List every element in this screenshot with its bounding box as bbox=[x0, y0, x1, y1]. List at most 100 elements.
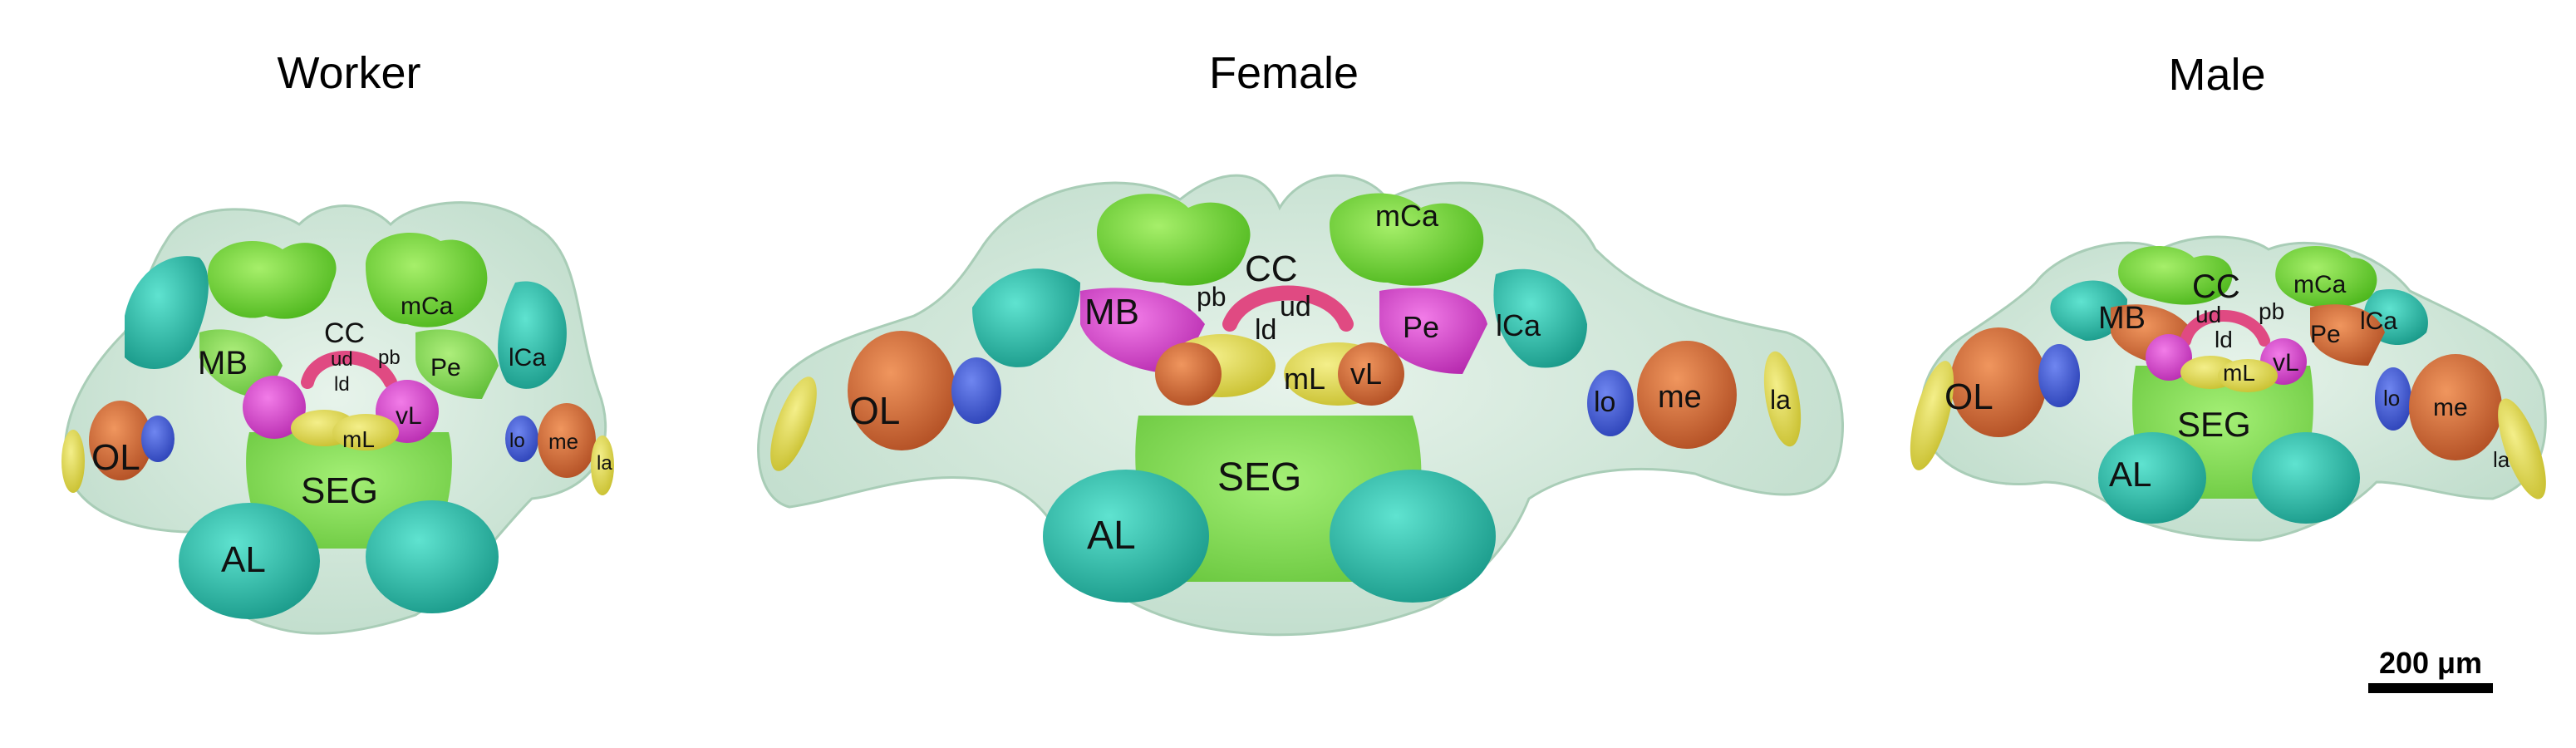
worker-cc bbox=[301, 351, 397, 389]
worker-label-mb: MB bbox=[198, 345, 248, 381]
worker-label-al: AL bbox=[221, 539, 266, 580]
female-label-lca: lCa bbox=[1496, 308, 1541, 342]
worker-label-la: la bbox=[597, 452, 612, 475]
scale-bar-line bbox=[2368, 683, 2493, 693]
female-pe-right bbox=[1379, 288, 1487, 374]
male-label-mca: mCa bbox=[2293, 271, 2347, 298]
female-label-vl: vL bbox=[1350, 357, 1382, 391]
male-al-left bbox=[2098, 432, 2206, 524]
male-label-pb: pb bbox=[2259, 298, 2284, 324]
male-label-seg: SEG bbox=[2177, 405, 2251, 444]
worker-lo-left bbox=[141, 416, 175, 462]
female-label-al: AL bbox=[1087, 514, 1136, 558]
worker-label-ml: mL bbox=[342, 426, 375, 452]
male-label-lo: lo bbox=[2383, 386, 2400, 411]
worker-pe-right bbox=[415, 329, 499, 399]
worker-label-lo: lo bbox=[509, 430, 525, 452]
male-vl-left bbox=[2146, 334, 2192, 381]
male-title: Male bbox=[2168, 50, 2265, 100]
female-label-cc: CC bbox=[1245, 249, 1298, 289]
female-ol bbox=[848, 331, 956, 450]
male-lca-left bbox=[2050, 280, 2127, 341]
worker-label-cc: CC bbox=[324, 317, 365, 349]
worker-label-lca: lCa bbox=[509, 344, 546, 372]
male-ml-right bbox=[2218, 359, 2278, 392]
male-label-lca: lCa bbox=[2360, 308, 2397, 335]
female-lca-left bbox=[972, 268, 1080, 367]
male-label-me: me bbox=[2433, 394, 2468, 421]
worker-al-left bbox=[179, 503, 320, 619]
female-label-seg: SEG bbox=[1217, 455, 1301, 499]
female-label-ld: ld bbox=[1255, 314, 1276, 346]
female-mca-right bbox=[1330, 193, 1484, 286]
male-label-vl: vL bbox=[2273, 349, 2299, 376]
male-label-la: la bbox=[2493, 447, 2510, 472]
worker-label-pb: pb bbox=[378, 347, 401, 369]
worker-label-seg: SEG bbox=[301, 470, 378, 511]
female-me-right bbox=[1637, 341, 1737, 449]
male-al-right bbox=[2252, 432, 2360, 524]
worker-label-me: me bbox=[548, 429, 578, 454]
female-label-pe: Pe bbox=[1403, 310, 1439, 344]
female-lamina-right bbox=[1763, 351, 1802, 447]
male-lamina-right bbox=[2498, 398, 2546, 499]
female-vl-right bbox=[1338, 342, 1404, 406]
female-label-ol: OL bbox=[849, 389, 900, 432]
worker-label-ol: OL bbox=[91, 437, 140, 478]
worker-title: Worker bbox=[277, 48, 420, 98]
female-cc bbox=[1222, 285, 1354, 332]
male-label-al: AL bbox=[2109, 455, 2151, 494]
worker-label-vl: vL bbox=[396, 402, 422, 430]
worker-mca-right bbox=[366, 233, 488, 327]
female-label-pb: pb bbox=[1197, 282, 1227, 312]
female-al-left bbox=[1043, 470, 1209, 603]
female-panel: Female OL MB CC ud ld bbox=[757, 48, 1844, 637]
worker-mca-left bbox=[208, 241, 337, 319]
female-label-lo: lo bbox=[1594, 386, 1615, 418]
male-label-pe: Pe bbox=[2310, 321, 2341, 348]
male-cc bbox=[2180, 310, 2270, 347]
male-label-ud: ud bbox=[2195, 302, 2221, 327]
male-lo-right bbox=[2375, 367, 2411, 431]
worker-lamina-left bbox=[61, 430, 85, 493]
worker-lca-left bbox=[125, 256, 209, 369]
worker-al-right bbox=[366, 500, 499, 613]
male-pe-right bbox=[2310, 304, 2385, 366]
female-label-me: me bbox=[1658, 380, 1702, 415]
female-lo-left bbox=[951, 357, 1001, 424]
male-lo-left bbox=[2038, 344, 2080, 407]
female-label-ud: ud bbox=[1280, 291, 1311, 322]
female-al-right bbox=[1330, 470, 1496, 603]
female-lca-right bbox=[1493, 268, 1587, 368]
worker-label-ud: ud bbox=[331, 348, 353, 371]
male-label-ol: OL bbox=[1944, 376, 1993, 417]
male-mca-left bbox=[2118, 246, 2233, 305]
worker-lo-right bbox=[505, 416, 538, 462]
male-panel: Male OL MB CC ud ld p bbox=[1910, 50, 2547, 542]
worker-ol bbox=[89, 401, 152, 480]
male-ol bbox=[1950, 327, 2047, 437]
female-label-la: la bbox=[1770, 385, 1791, 415]
worker-lca-right bbox=[498, 281, 567, 389]
male-mca-right bbox=[2275, 246, 2377, 308]
worker-label-mca: mCa bbox=[401, 293, 454, 320]
female-mca-left bbox=[1097, 194, 1251, 286]
male-label-ml: mL bbox=[2223, 360, 2255, 386]
male-label-ld: ld bbox=[2215, 327, 2233, 352]
worker-label-ld: ld bbox=[334, 373, 350, 396]
male-label-cc: CC bbox=[2192, 268, 2240, 305]
female-vl-left bbox=[1155, 342, 1222, 406]
female-label-mca: mCa bbox=[1375, 199, 1439, 233]
male-label-mb: MB bbox=[2098, 301, 2146, 336]
worker-me-right bbox=[538, 403, 596, 478]
male-me-right bbox=[2409, 354, 2502, 460]
female-lamina-left bbox=[770, 376, 817, 471]
female-label-ml: mL bbox=[1284, 362, 1325, 396]
female-title: Female bbox=[1209, 48, 1359, 98]
female-lo-right bbox=[1587, 370, 1634, 436]
worker-vl-left bbox=[243, 376, 306, 439]
scale-bar: 200 μm bbox=[2368, 646, 2493, 693]
male-lamina-left bbox=[1910, 361, 1954, 470]
scale-bar-label: 200 μm bbox=[2379, 646, 2482, 680]
